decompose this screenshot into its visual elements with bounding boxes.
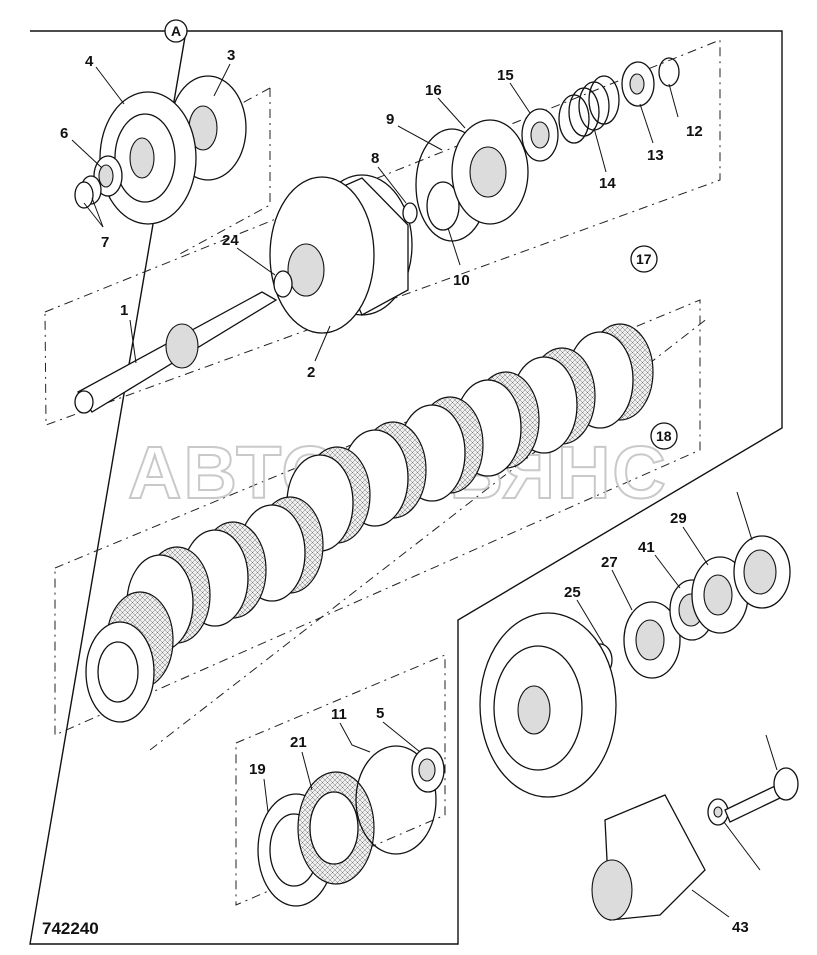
callout-25: 41	[638, 539, 655, 556]
part-24-bearing-a	[623, 601, 681, 679]
part-21-plate	[297, 771, 375, 885]
part-7-rings	[74, 175, 102, 209]
part-23-output-gear	[479, 612, 617, 798]
part-11-snap-ring	[355, 745, 437, 855]
part-43-washer	[707, 798, 729, 826]
part-14-spring	[558, 75, 620, 144]
group-marker-17: 17	[630, 245, 658, 273]
callout-22: 24	[222, 232, 239, 249]
callout-7: 7	[101, 234, 109, 251]
callout-23: 25	[564, 584, 581, 601]
part-27-yoke	[591, 794, 706, 921]
callout-1: 1	[120, 302, 128, 319]
callout-16: 16	[425, 82, 442, 99]
svg-text:17: 17	[636, 251, 652, 267]
part-13-retainer	[621, 61, 655, 107]
svg-text:A: A	[171, 23, 181, 39]
part-10-circlip	[426, 181, 460, 231]
part-29-seal	[733, 535, 791, 609]
callout-19: 19	[249, 761, 266, 778]
part-41-bolt	[724, 767, 799, 823]
part-12-circlip	[658, 57, 680, 87]
part-15-ring	[521, 108, 559, 162]
part-8-ring	[402, 202, 418, 224]
callout-21: 21	[290, 734, 307, 751]
part-2-clutch-drum	[269, 174, 413, 334]
callout-9: 9	[386, 111, 394, 128]
callout-4: 4	[85, 53, 94, 70]
leader-lines	[71, 63, 778, 918]
callout-8: 8	[371, 150, 379, 167]
callout-13: 13	[647, 147, 664, 164]
clutch-pack	[85, 323, 654, 723]
callout-24-a: 27	[601, 554, 618, 571]
svg-text:18: 18	[656, 428, 672, 444]
callout-2: 2	[307, 364, 315, 381]
part-1-shaft	[74, 291, 278, 414]
view-marker-a: A	[164, 19, 188, 43]
callout-14: 14	[599, 175, 616, 192]
callout-labels: 3 4 6 7 8 9 16 15 10 12 13 14 24 1 2 19 …	[60, 47, 749, 936]
part-22-snap-ring	[273, 270, 293, 298]
callout-27: 43	[732, 919, 749, 936]
diagram-frame	[29, 30, 783, 945]
part-5-bearing	[411, 747, 445, 793]
callout-10: 10	[453, 272, 470, 289]
callout-12: 12	[686, 123, 703, 140]
callout-11: 11	[331, 706, 347, 723]
part-4-gear	[99, 91, 197, 225]
drawing-number: 742240	[42, 919, 99, 938]
callout-3: 3	[227, 47, 235, 64]
callout-6: 6	[60, 125, 68, 142]
group-marker-18: 18	[650, 422, 678, 450]
callout-5: 5	[376, 705, 384, 722]
callout-24-b: 29	[670, 510, 687, 527]
part-16-piston	[451, 119, 529, 225]
callout-15: 15	[497, 67, 514, 84]
